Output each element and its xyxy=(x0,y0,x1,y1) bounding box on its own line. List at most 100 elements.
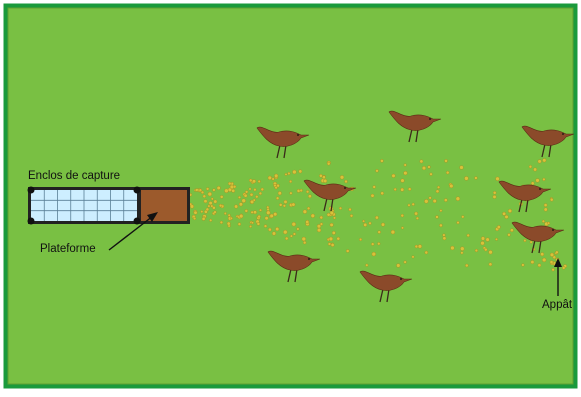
seed-icon xyxy=(264,225,267,228)
seed-icon xyxy=(540,252,543,255)
seed-icon xyxy=(227,222,230,225)
seed-icon xyxy=(292,203,295,206)
seed-icon xyxy=(429,197,432,200)
seed-icon xyxy=(531,182,534,185)
seed-icon xyxy=(449,184,453,188)
seed-icon xyxy=(508,209,512,213)
seed-icon xyxy=(450,246,454,250)
seed-icon xyxy=(219,204,222,207)
seed-icon xyxy=(201,210,203,212)
seed-icon xyxy=(278,191,282,195)
seed-icon xyxy=(350,214,353,217)
seed-icon xyxy=(404,171,408,175)
seed-icon xyxy=(381,223,384,226)
seed-icon xyxy=(375,216,378,219)
seed-icon xyxy=(332,231,335,234)
seed-icon xyxy=(330,223,334,227)
seed-icon xyxy=(433,199,437,203)
seed-icon xyxy=(418,245,422,249)
seed-icon xyxy=(345,180,348,183)
seed-icon xyxy=(484,248,487,251)
seed-icon xyxy=(474,177,477,180)
seed-icon xyxy=(306,190,309,193)
seed-icon xyxy=(486,238,490,242)
seed-icon xyxy=(456,197,460,201)
seed-icon xyxy=(425,251,428,254)
seed-icon xyxy=(251,211,254,214)
seed-icon xyxy=(273,212,277,216)
seed-icon xyxy=(279,203,282,206)
seed-icon xyxy=(204,199,207,202)
seed-icon xyxy=(538,264,541,267)
seed-icon xyxy=(530,241,532,243)
seed-icon xyxy=(443,237,446,240)
seed-icon xyxy=(378,231,381,234)
seed-icon xyxy=(415,245,418,248)
seed-icon xyxy=(340,175,344,179)
seed-icon xyxy=(193,217,196,220)
seed-icon xyxy=(543,178,546,181)
seed-icon xyxy=(446,171,449,174)
seed-icon xyxy=(495,238,497,240)
seed-icon xyxy=(440,209,442,211)
seed-icon xyxy=(297,228,300,231)
seed-icon xyxy=(496,177,500,181)
seed-icon xyxy=(414,212,417,215)
seed-icon xyxy=(404,261,407,264)
seed-icon xyxy=(505,215,509,219)
seed-icon xyxy=(400,188,403,191)
seed-icon xyxy=(258,215,261,218)
seed-icon xyxy=(272,178,275,181)
seed-icon xyxy=(404,164,407,167)
seed-icon xyxy=(213,189,216,192)
seed-icon xyxy=(460,166,464,170)
seed-icon xyxy=(233,185,236,188)
seed-icon xyxy=(217,186,221,190)
seed-icon xyxy=(396,264,400,268)
seed-icon xyxy=(272,232,276,236)
seed-icon xyxy=(408,188,411,191)
seed-icon xyxy=(311,214,315,218)
seed-icon xyxy=(467,234,470,237)
seed-icon xyxy=(320,216,323,219)
seed-icon xyxy=(365,264,368,267)
seed-icon xyxy=(275,227,279,231)
seed-icon xyxy=(550,198,553,201)
seed-icon xyxy=(333,217,336,220)
seed-icon xyxy=(401,214,404,217)
seed-icon xyxy=(230,217,232,219)
seed-icon xyxy=(443,234,446,237)
seed-icon xyxy=(276,197,279,200)
seed-icon xyxy=(249,225,251,227)
seed-icon xyxy=(303,210,307,214)
seed-icon xyxy=(245,209,248,212)
seed-icon xyxy=(339,207,342,210)
seed-icon xyxy=(542,258,546,262)
platform xyxy=(141,190,187,221)
seed-icon xyxy=(424,199,428,203)
seed-icon xyxy=(460,247,464,251)
seed-icon xyxy=(550,261,553,264)
seed-icon xyxy=(283,230,287,234)
seed-icon xyxy=(292,170,296,174)
seed-icon xyxy=(430,173,433,176)
seed-icon xyxy=(275,186,278,189)
seed-icon xyxy=(547,222,550,225)
seed-icon xyxy=(481,237,485,241)
seed-icon xyxy=(372,252,376,256)
seed-icon xyxy=(363,223,366,226)
seed-icon xyxy=(461,251,464,254)
seed-icon xyxy=(542,158,546,162)
seed-icon xyxy=(208,205,211,208)
seed-icon xyxy=(288,172,291,175)
seed-icon xyxy=(437,186,440,189)
seed-icon xyxy=(258,180,261,183)
seed-icon xyxy=(533,168,536,171)
seed-icon xyxy=(493,191,496,194)
seed-icon xyxy=(550,253,554,257)
seed-icon xyxy=(220,195,223,198)
seed-icon xyxy=(481,241,485,245)
seed-icon xyxy=(552,268,555,271)
